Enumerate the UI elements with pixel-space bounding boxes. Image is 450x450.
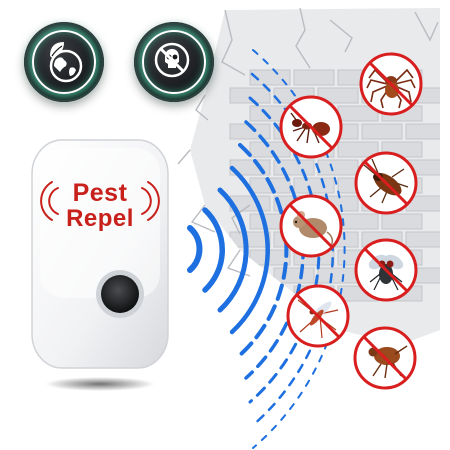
signal-arcs-icon [40,181,160,221]
badge-glow-ring [142,30,206,94]
device-brand-line1: Pest [72,179,128,207]
eco-globe-leaf-icon [49,42,83,83]
pest-repeller-device [31,139,169,391]
ant-icon [279,95,343,159]
badge-glow-ring [32,30,96,94]
non-toxic-badge [134,22,214,102]
mosquito-icon [286,284,350,348]
device-button [101,275,139,313]
pest-icons [279,52,423,390]
eco-friendly-badge [24,22,104,102]
no-poison-skull-icon [154,42,190,78]
device-brand-line2: Repel [66,205,134,232]
fly-icon [354,238,418,302]
flea-icon [353,326,417,390]
spider-icon [359,52,423,116]
mouse-icon [279,194,343,258]
device-shadow [45,377,155,391]
cockroach-icon [354,151,418,215]
